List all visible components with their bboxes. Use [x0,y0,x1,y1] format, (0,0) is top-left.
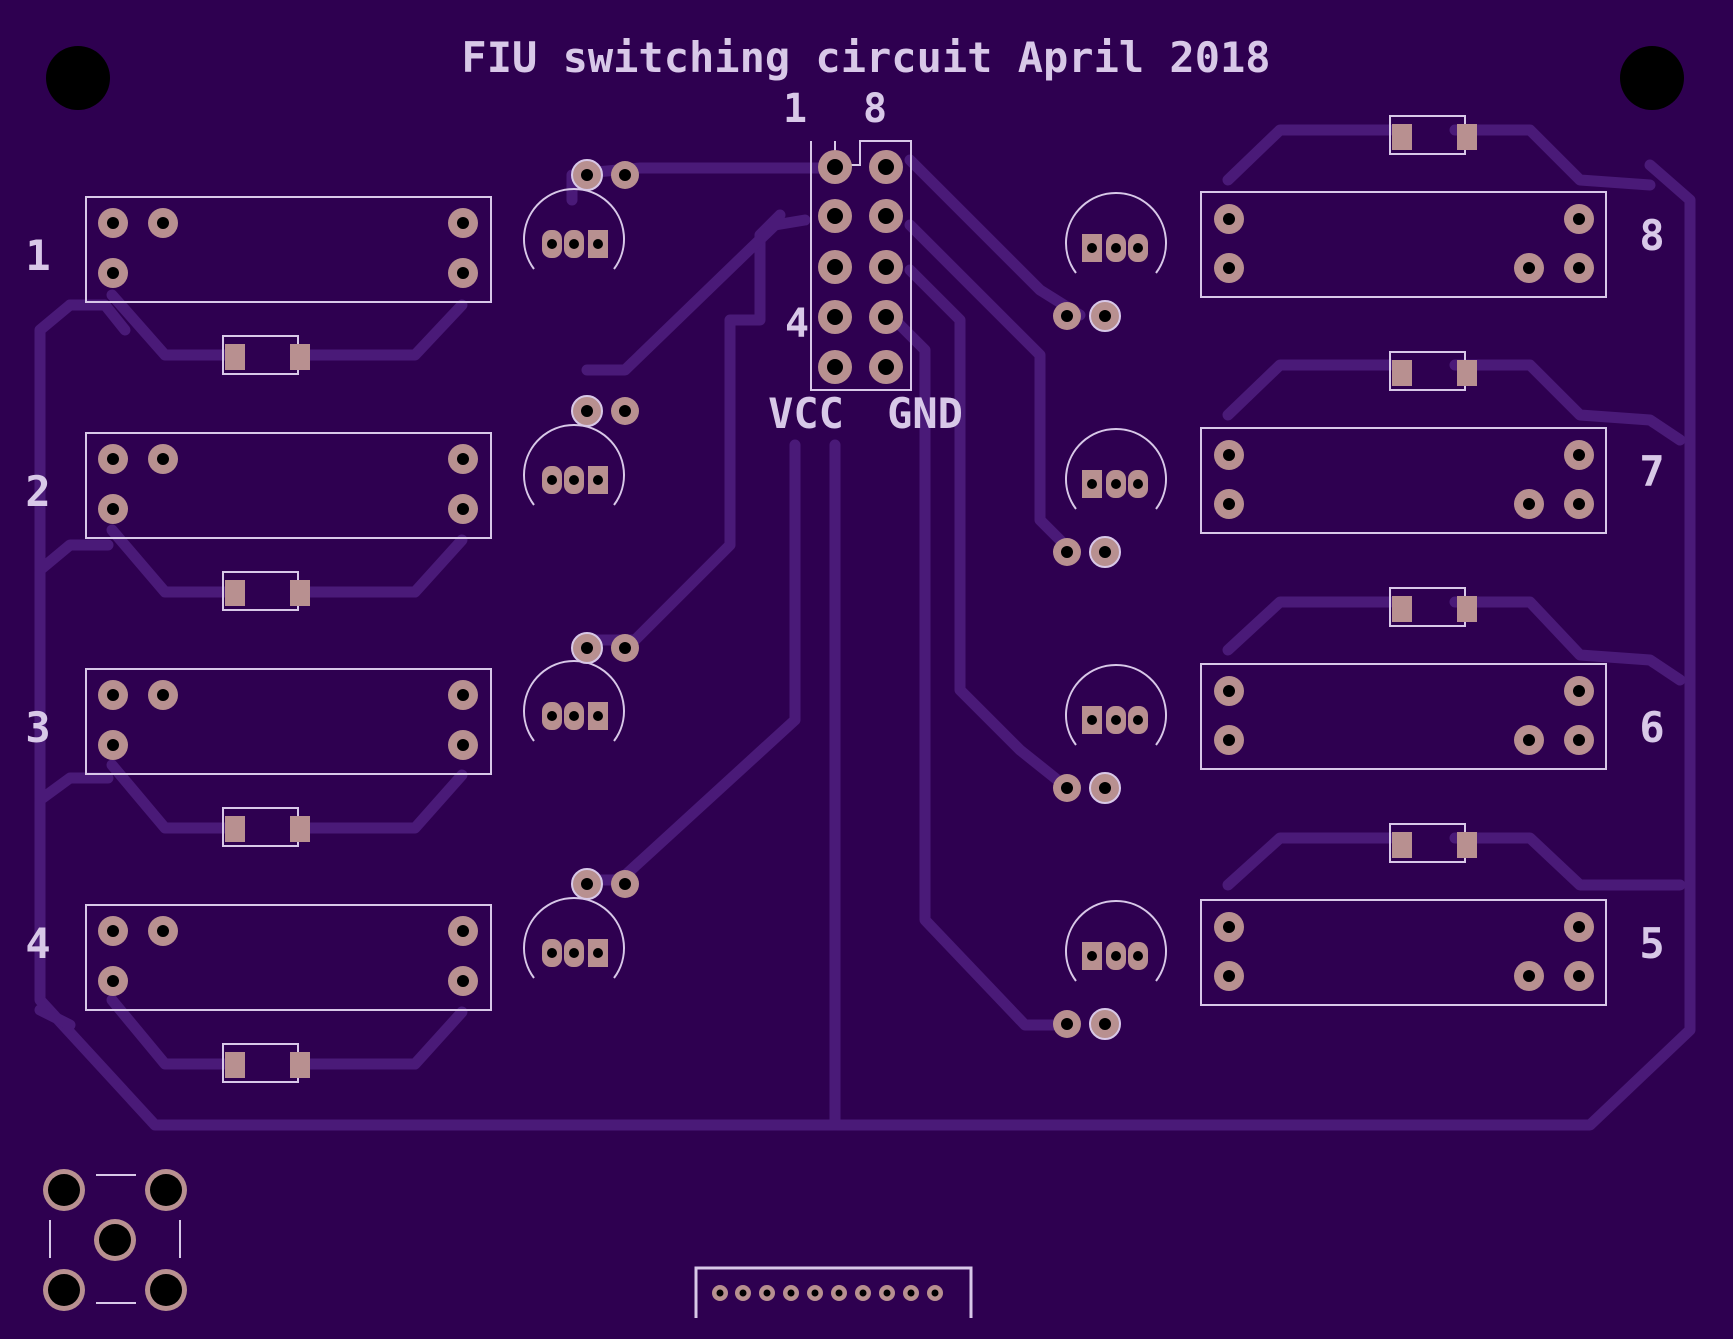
pin-header [810,140,912,391]
channel-label: 1 [25,231,50,280]
channel-label: 6 [1639,703,1664,752]
header-pin1-label: 1 [783,86,807,132]
vcc-label: VCC [768,389,844,438]
channel-right-5: 5 [1052,823,1665,1040]
bottom-ribbon-connector [694,1266,973,1318]
channel-left-1: 1 [25,159,640,375]
channel-label: 3 [25,703,50,752]
channel-right-8: 8 [1052,115,1665,332]
channel-label: 5 [1639,919,1664,968]
channel-left-3: 3 [25,632,640,847]
channel-label: 8 [1639,211,1664,260]
mounting-hole-top-left [46,46,110,110]
header-pin4-label: 4 [785,301,809,347]
channel-label: 2 [25,467,50,516]
mounting-hole-top-right [1620,46,1684,110]
board-title: FIU switching circuit April 2018 [461,33,1270,82]
header-pin8-label: 8 [863,86,887,132]
channel-right-7: 7 [1052,351,1665,568]
gnd-label: GND [887,389,963,438]
channel-label: 4 [25,919,50,968]
channel-left-2: 2 [25,395,640,611]
channel-label: 7 [1639,447,1664,496]
channel-right-6: 6 [1052,587,1665,804]
bottom-left-connector [43,1169,187,1311]
channel-left-4: 4 [25,868,640,1083]
